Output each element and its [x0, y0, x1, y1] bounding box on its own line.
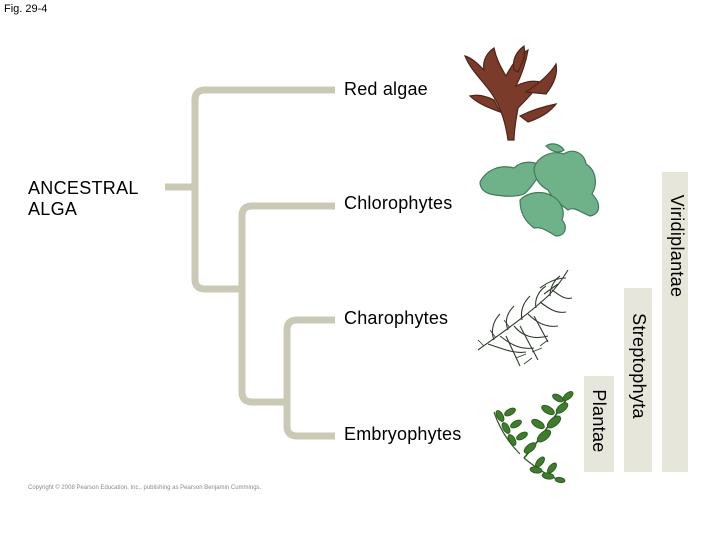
- branch-charophytes-embryophytes: [287, 320, 335, 436]
- embryophyte-image: [494, 390, 575, 483]
- tree-branches: [165, 90, 335, 436]
- branch-red-algae: [195, 90, 335, 289]
- root-label: ANCESTRAL ALGA: [28, 178, 168, 220]
- copyright-notice: Copyright © 2008 Pearson Education, Inc.…: [28, 485, 261, 491]
- taxon-red-algae: Red algae: [344, 79, 428, 100]
- clade-label-viridiplantae: Viridiplantae: [666, 186, 688, 306]
- taxon-embryophytes: Embryophytes: [344, 424, 461, 445]
- clade-label-streptophyta: Streptophyta: [628, 306, 650, 426]
- chlorophyte-image: [480, 144, 599, 236]
- red-algae-image: [465, 46, 557, 140]
- taxon-charophytes: Charophytes: [344, 308, 448, 329]
- clade-label-plantae: Plantae: [588, 366, 610, 476]
- taxon-chlorophytes: Chlorophytes: [344, 193, 452, 214]
- charophyte-image: [478, 270, 572, 366]
